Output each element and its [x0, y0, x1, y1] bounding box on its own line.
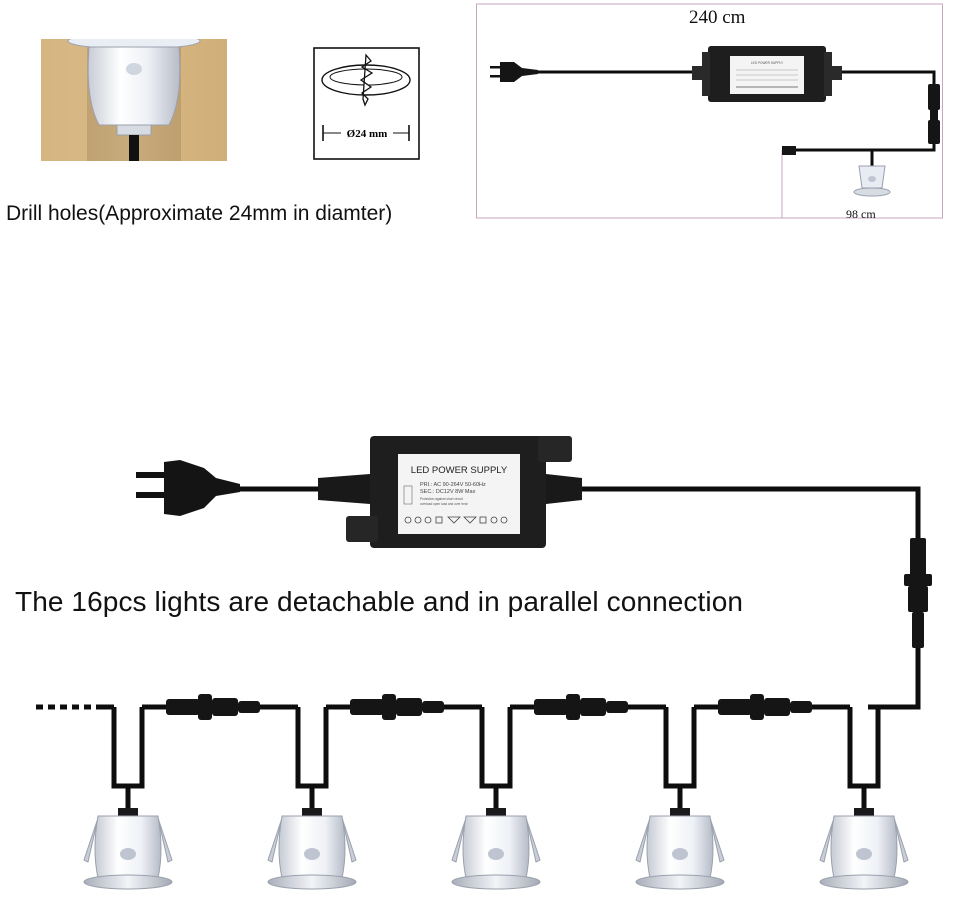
psu-spec-line: Protection against short circuit [420, 497, 463, 501]
drill-bit-icon [359, 53, 374, 107]
light-body [646, 815, 714, 879]
spring-clip [893, 817, 909, 863]
power-supply-small: LED POWER SUPPLY [692, 46, 842, 102]
light-cap [118, 808, 138, 818]
cable-connector-small [928, 84, 940, 144]
connector-tail [238, 701, 260, 713]
spring-clip [525, 817, 541, 863]
cable-connector [166, 694, 260, 720]
light-body [830, 815, 898, 879]
psu-spec-line: overload open load and over heat [420, 502, 468, 506]
drop-wire [663, 707, 697, 789]
light-body [94, 815, 162, 879]
connector-nut [382, 694, 396, 720]
light-lens [856, 848, 872, 860]
small-wiring-diagram: LED POWER SUPPLY [476, 3, 943, 219]
cable-connector [350, 694, 444, 720]
main-caption: The 16pcs lights are detachable and in p… [15, 586, 744, 617]
connector-nut [566, 694, 580, 720]
certification-icons [404, 516, 508, 524]
light-rim [635, 874, 725, 890]
cable-length-label: 240 cm [689, 7, 746, 28]
led-light [451, 808, 541, 890]
connector-tail [422, 701, 444, 713]
drill-diagram: Ø24 mm [313, 47, 420, 160]
psu-label: LED POWER SUPPLY [411, 465, 508, 476]
connector-body [764, 698, 790, 716]
spring-clip [451, 817, 467, 863]
cable-connector [904, 538, 932, 648]
connector-plug [166, 699, 200, 715]
main-wiring-diagram: LED POWER SUPPLY PRI.: AC 90-264V 50-60H… [36, 436, 932, 890]
led-light [267, 808, 357, 890]
light-lens [304, 848, 320, 860]
branch-length-label: 98 cm [846, 207, 876, 221]
spring-clip [157, 817, 173, 863]
drop-wire [111, 707, 145, 789]
connector-tail [606, 701, 628, 713]
small-psu-label: LED POWER SUPPLY [751, 61, 784, 65]
spring-clip [83, 817, 99, 863]
drop-wire [295, 707, 329, 789]
light-lens [120, 848, 136, 860]
plug-icon [490, 62, 538, 82]
light-rim [83, 874, 173, 890]
drill-caption: Drill holes(Approximate 24mm in diamter) [6, 202, 393, 225]
light-in-hole [67, 39, 201, 161]
spring-clip [819, 817, 835, 863]
power-supply-main: LED POWER SUPPLY PRI.: AC 90-264V 50-60H… [346, 436, 572, 548]
cable-connector [534, 694, 628, 720]
light-cap [486, 808, 506, 818]
psu-spec-line: SEC.: DC12V 8W Max [420, 489, 476, 495]
connector-nut [750, 694, 764, 720]
led-light [635, 808, 725, 890]
drop-wire [479, 707, 513, 789]
light-chain [83, 694, 909, 890]
psu-spec-line: PRI.: AC 90-264V 50-60Hz [420, 482, 486, 488]
connector-nut [198, 694, 212, 720]
light-cap [302, 808, 322, 818]
light-body [278, 815, 346, 879]
connector-plug [350, 699, 384, 715]
spring-clip [635, 817, 651, 863]
light-rim [819, 874, 909, 890]
connector-body [580, 698, 606, 716]
spring-clip [341, 817, 357, 863]
connector-body [212, 698, 238, 716]
spring-clip [267, 817, 283, 863]
led-light [819, 808, 909, 890]
light-rim [267, 874, 357, 890]
connector-plug [534, 699, 568, 715]
connector-plug [718, 699, 752, 715]
light-cap [670, 808, 690, 818]
plug-icon [136, 460, 240, 516]
led-light [83, 808, 173, 890]
drop-wire [847, 707, 881, 789]
light-small [853, 165, 891, 197]
light-lens [672, 848, 688, 860]
cable-connector [718, 694, 812, 720]
drill-photo [41, 39, 227, 161]
connector-tail [790, 701, 812, 713]
light-rim [451, 874, 541, 890]
light-lens [488, 848, 504, 860]
light-cap [854, 808, 874, 818]
spring-clip [709, 817, 725, 863]
connector-body [396, 698, 422, 716]
light-body [462, 815, 530, 879]
drill-diameter-label: Ø24 mm [347, 128, 388, 140]
